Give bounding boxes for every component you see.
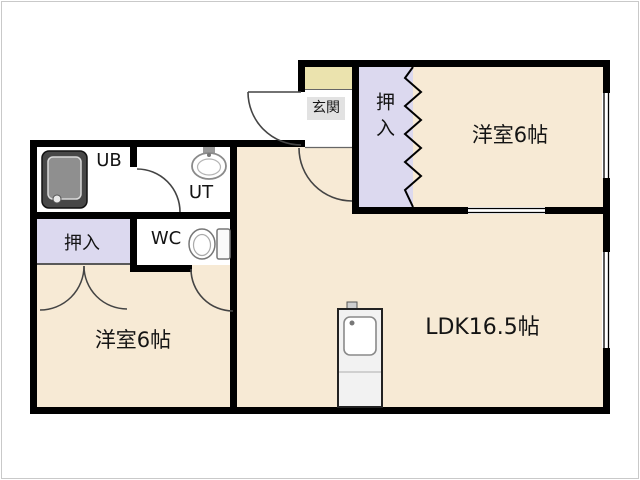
wall-under-ub-ut (30, 212, 237, 219)
ub-label: UB (96, 150, 122, 171)
wall-top-right (298, 60, 610, 67)
room-oshiire-left-floor (37, 219, 130, 263)
wall-yoshitsu-bottom-right (230, 265, 237, 414)
wall-oshiire-wc-divider (130, 212, 137, 272)
yoshitsu-top-label: 洋室6帖 (471, 123, 549, 147)
entry-door-arc (247, 91, 302, 146)
wall-left (30, 140, 37, 414)
wall-ub-ut-divider (130, 147, 137, 167)
wall-top-left (30, 140, 305, 147)
wc-label: WC (150, 228, 182, 249)
room-ldk-hall-floor (237, 147, 352, 407)
ut-label: UT (188, 182, 214, 203)
wall-under-wc (130, 265, 192, 272)
room-ldk-floor (352, 214, 603, 407)
wall-yoshitsu-top-a (352, 207, 468, 214)
wall-ut-wc-right (230, 140, 237, 272)
wall-yoshitsu-top-b (545, 207, 610, 214)
sliding-door-icon (468, 207, 545, 214)
doorway-yoshitsu-bottom (192, 265, 230, 272)
room-yoshitsu-top-floor (413, 67, 603, 207)
wall-right (603, 60, 610, 414)
ldk-label: LDK16.5帖 (425, 315, 540, 340)
genkan-label: 玄関 (307, 97, 345, 120)
wall-bottom (30, 407, 610, 414)
shoe-cabinet (305, 67, 352, 90)
oshiire-left-label: 押入 (64, 233, 100, 254)
wall-genkan-right (352, 60, 359, 214)
yoshitsu-bottom-label: 洋室6帖 (94, 328, 172, 352)
oshiire-top-label: 押入 (373, 92, 395, 144)
wall-genkan-left (298, 60, 305, 92)
